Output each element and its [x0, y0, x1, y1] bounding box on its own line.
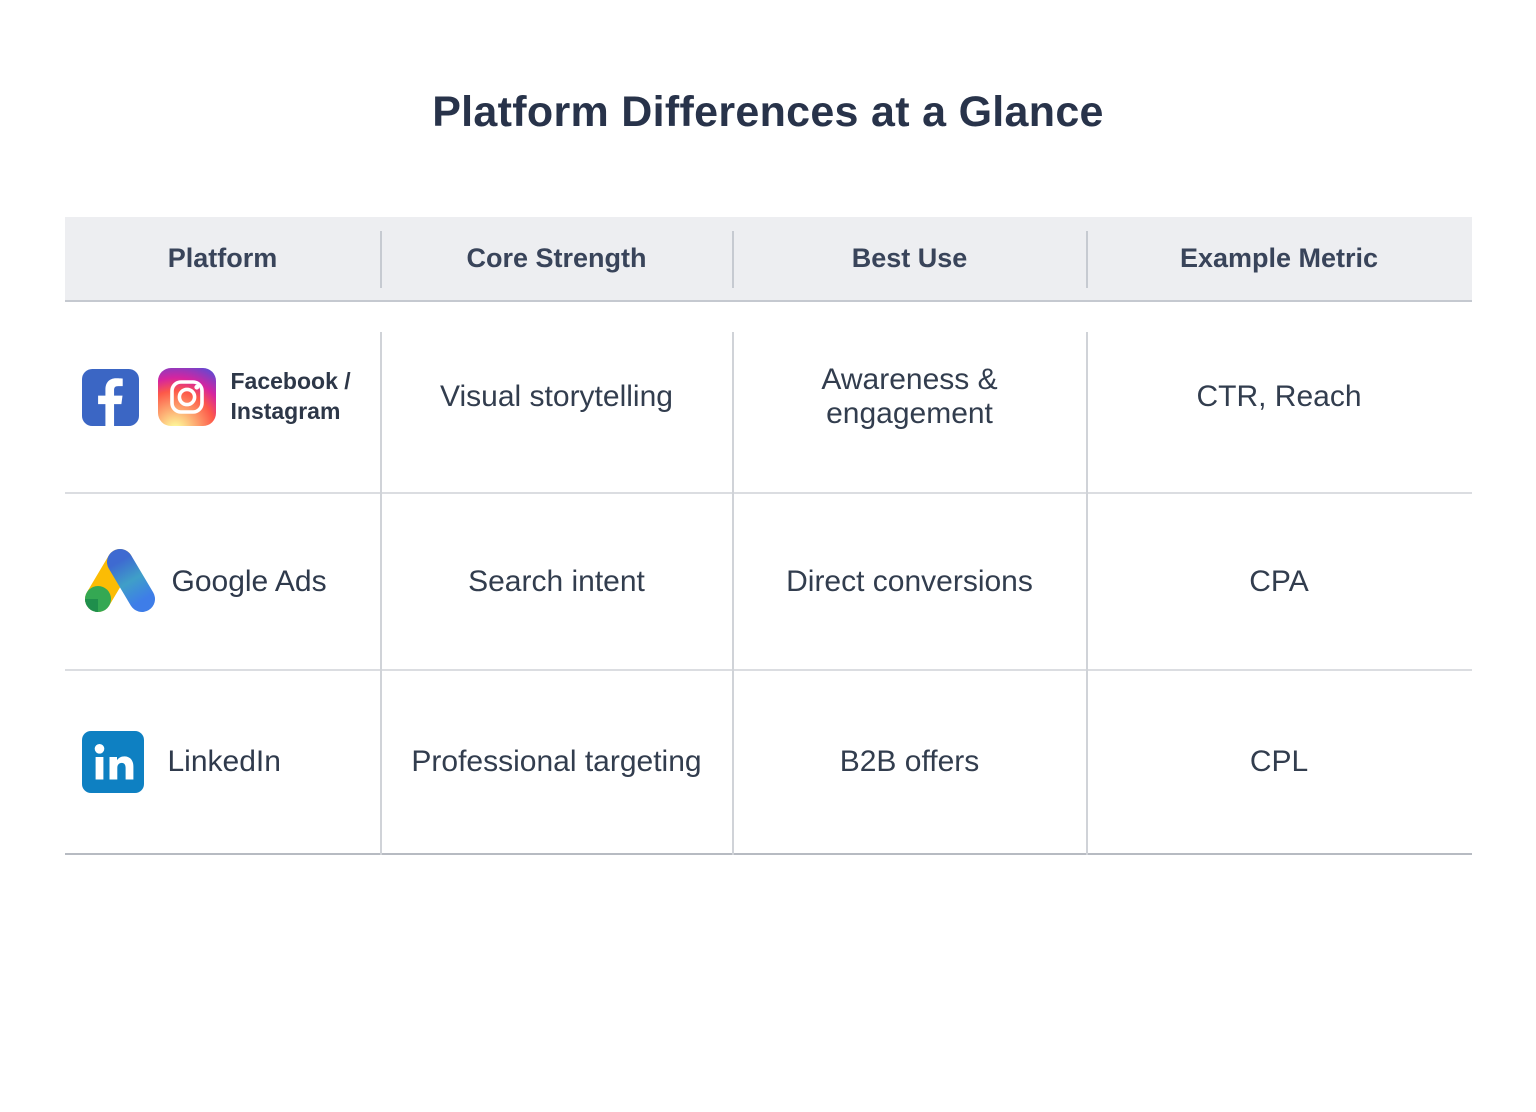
header-column-divider: [731, 231, 734, 288]
cell-platform-facebook-instagram: Facebook / Instagram: [65, 302, 381, 492]
column-header-core-strength: Core Strength: [466, 243, 647, 273]
cell-best-use: Awareness & engagement: [821, 363, 998, 430]
cell-best-use: Direct conversions: [786, 564, 1033, 598]
linkedin-icon: [81, 731, 144, 793]
instagram-icon: [157, 368, 216, 426]
google-ads-icon: [82, 548, 158, 615]
platform-label: Facebook / Instagram: [230, 368, 351, 424]
platform-label: LinkedIn: [167, 745, 281, 778]
body-column-divider: [1085, 332, 1088, 855]
cell-example-metric: CPA: [1249, 564, 1309, 598]
header-column-divider: [379, 231, 382, 288]
table-header-row: Platform Core Strength Best Use Example …: [64, 217, 1472, 302]
cell-example-metric: CPL: [1249, 745, 1309, 778]
infographic-page: Platform Differences at a Glance Platfor…: [0, 88, 1536, 1112]
cell-core-strength: Search intent: [468, 564, 645, 598]
cell-example-metric: CTR, Reach: [1196, 380, 1362, 413]
table-row: Facebook / Instagram Visual storytelling…: [64, 302, 1472, 494]
body-column-divider: [379, 332, 382, 855]
column-header-platform: Platform: [167, 243, 278, 273]
cell-core-strength: Professional targeting: [411, 745, 702, 778]
platform-comparison-table: Platform Core Strength Best Use Example …: [64, 217, 1472, 855]
column-header-example-metric: Example Metric: [1179, 243, 1379, 273]
cell-core-strength: Visual storytelling: [440, 380, 673, 413]
header-column-divider: [1085, 231, 1088, 288]
column-header-best-use: Best Use: [851, 243, 968, 273]
cell-platform-google-ads: Google Ads: [65, 494, 381, 669]
page-title: Platform Differences at a Glance: [432, 88, 1104, 136]
table-row: LinkedIn Professional targeting B2B offe…: [64, 671, 1472, 855]
body-column-divider: [731, 332, 734, 855]
platform-label: Google Ads: [171, 564, 327, 598]
table-row: Google Ads Search intent Direct conversi…: [64, 494, 1472, 671]
cell-platform-linkedin: LinkedIn: [65, 671, 381, 853]
facebook-icon: [81, 368, 139, 426]
cell-best-use: B2B offers: [839, 745, 980, 778]
